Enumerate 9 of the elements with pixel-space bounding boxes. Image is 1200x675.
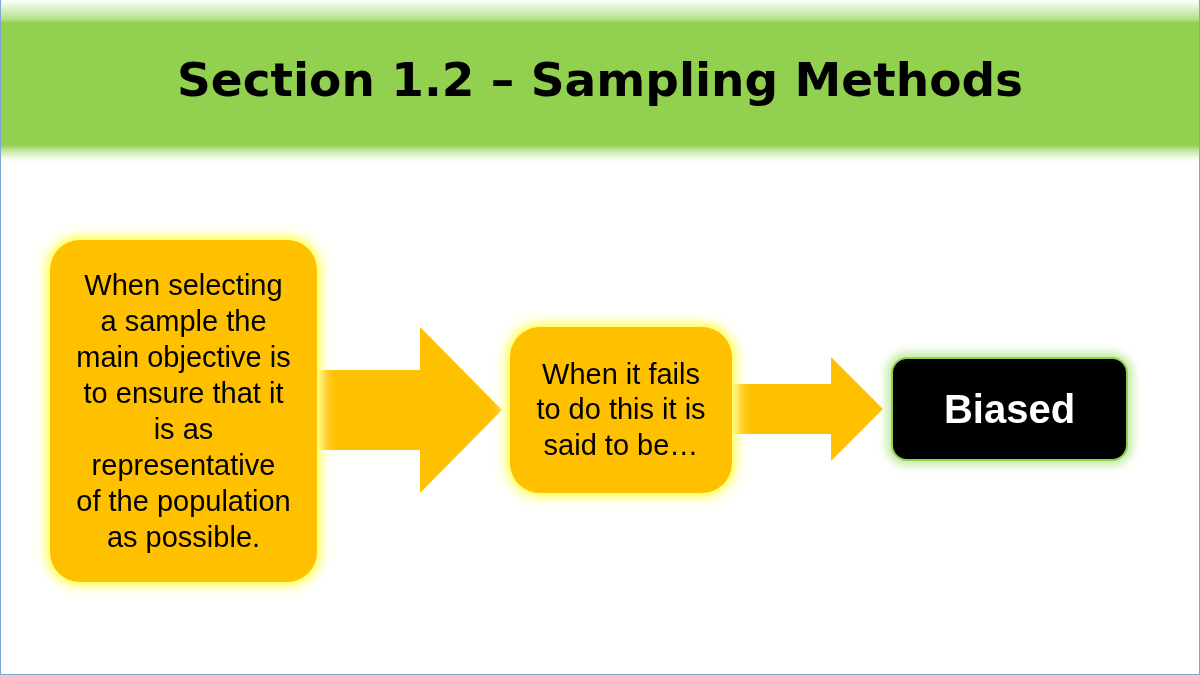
result-label: Biased: [942, 386, 1077, 433]
node-text: When selecting a sample the main objective is to ensure that it is as representative of the population as possible.: [75, 268, 292, 555]
result-box: [891, 357, 1128, 461]
process-box: [50, 240, 317, 582]
block-arrow: [732, 357, 883, 461]
node-text: When it fails to do this it is said to be…: [535, 356, 707, 463]
slide-title: Section 1.2 – Sampling Methods: [175, 51, 1025, 109]
process-box: [510, 327, 732, 493]
block-arrow: [317, 327, 502, 493]
